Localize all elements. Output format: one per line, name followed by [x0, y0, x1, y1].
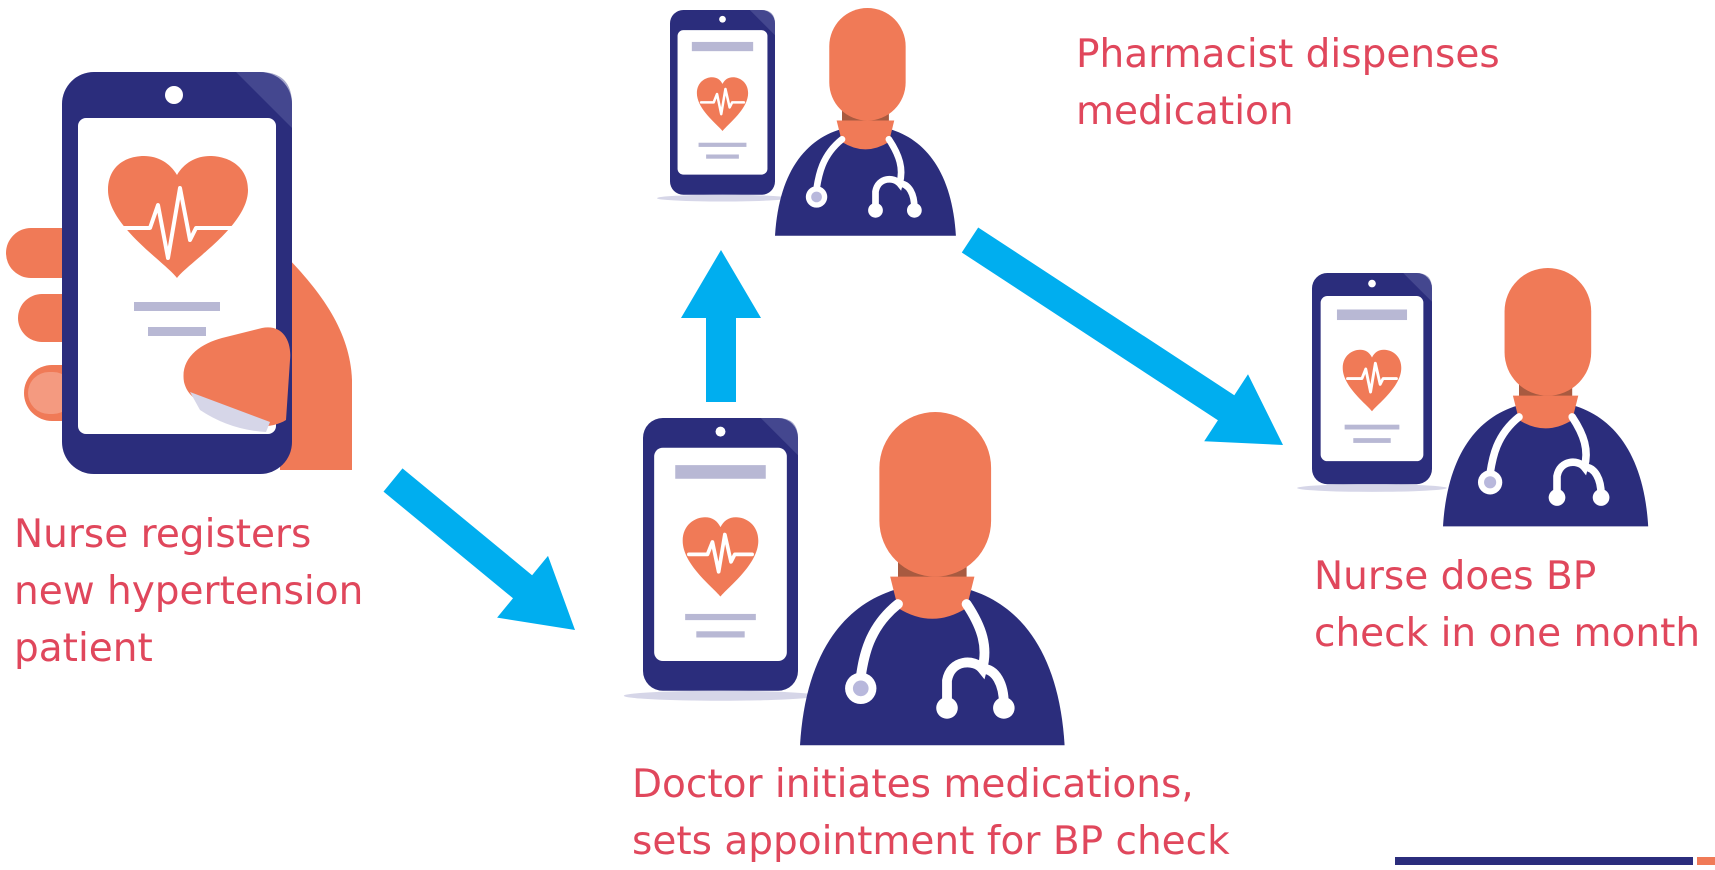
- smartphone-icon: [655, 8, 790, 203]
- clinician-icon: [1443, 268, 1648, 526]
- label-line: Nurse registers: [14, 512, 312, 557]
- label-line: patient: [14, 626, 153, 671]
- arrow-nurse-to-doctor: [383, 468, 575, 630]
- footer-bar: [1395, 857, 1693, 865]
- step-label-doctor: Doctor initiates medications, sets appoi…: [632, 756, 1230, 870]
- label-line: Doctor initiates medications,: [632, 762, 1194, 807]
- heart-pulse-icon: [108, 156, 248, 278]
- arrows: [383, 227, 1283, 630]
- label-line: check in one month: [1314, 611, 1701, 656]
- smartphone-icon: [1295, 271, 1449, 494]
- arrow-pharmacist-to-nurse: [961, 227, 1283, 445]
- nurse-bp-figure: [1295, 268, 1648, 526]
- clinician-icon: [800, 412, 1065, 745]
- step-label-nurse-registers: Nurse registers new hypertension patient: [14, 506, 363, 677]
- doctor-figure: [621, 412, 1065, 745]
- clinician-icon: [775, 8, 956, 236]
- pharmacist-figure: [655, 8, 956, 236]
- label-line: Pharmacist dispenses: [1076, 32, 1500, 77]
- step-label-pharmacist: Pharmacist dispenses medication: [1076, 26, 1500, 140]
- label-line: new hypertension: [14, 569, 364, 614]
- smartphone-icon: [621, 416, 820, 703]
- nurse-hand-phone: [6, 72, 352, 474]
- label-line: medication: [1076, 89, 1294, 134]
- arrow-doctor-to-pharmacist: [681, 250, 761, 402]
- footer-accent: [1697, 857, 1715, 865]
- step-label-nurse-bp-check: Nurse does BP check in one month: [1314, 548, 1700, 662]
- label-line: Nurse does BP: [1314, 554, 1597, 599]
- label-line: sets appointment for BP check: [632, 819, 1230, 864]
